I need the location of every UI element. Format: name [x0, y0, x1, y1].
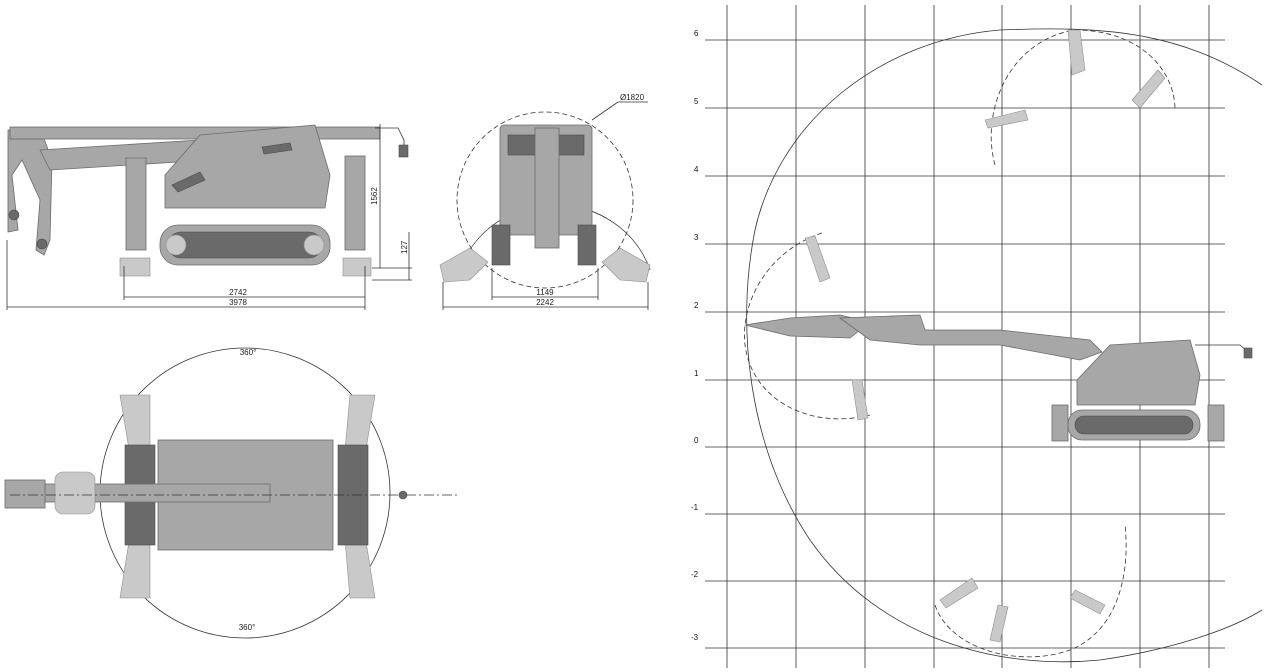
tool-position — [1069, 589, 1106, 615]
dim-track-length-label: 2742 — [229, 288, 247, 297]
side-outrigger-front — [125, 157, 147, 251]
y-tick-label: 5 — [694, 97, 699, 106]
chart-boom — [838, 314, 1103, 361]
dim-height-label: 1562 — [370, 187, 379, 205]
tool-position — [1067, 29, 1086, 76]
reach-chart: 6 5 4 3 2 1 0 -1 -2 -3 — [691, 5, 1263, 668]
top-view: 360° 360° — [4, 347, 460, 639]
side-outrigger-rear — [344, 155, 366, 251]
dim-leader — [591, 101, 619, 121]
y-tick-label: 6 — [694, 29, 699, 38]
y-tick-label: -2 — [691, 570, 699, 579]
side-arm-pin — [36, 238, 48, 250]
front-track-left — [491, 224, 511, 266]
tool-position — [851, 379, 869, 421]
dim-diameter-label: Ø1820 — [620, 93, 645, 102]
side-wheel — [303, 234, 325, 256]
front-pad-left — [439, 247, 489, 283]
rotation-top-label: 360° — [240, 348, 257, 357]
y-tick-label: 3 — [694, 233, 699, 242]
dim-total-length-label: 3978 — [229, 298, 247, 307]
chart-body — [1076, 339, 1201, 406]
front-reach-circle — [456, 111, 634, 289]
tool-arc-left — [744, 232, 871, 420]
chart-track-inner — [1074, 415, 1194, 435]
chart-hydraulic-line — [1195, 344, 1249, 353]
top-tool — [4, 479, 46, 509]
y-tick-label: 4 — [694, 165, 699, 174]
side-wheel — [165, 234, 187, 256]
reach-envelope — [746, 28, 1263, 663]
y-tick-label: 1 — [694, 369, 699, 378]
side-vent — [261, 142, 293, 155]
y-tick-label: -1 — [691, 503, 699, 512]
top-breaker — [54, 471, 96, 515]
side-track-inner — [167, 231, 323, 259]
tool-position — [939, 577, 979, 609]
dim-ground-label: 127 — [400, 240, 409, 254]
side-vent — [171, 171, 206, 193]
side-pad-rear — [342, 257, 372, 277]
tool-arc-bottom — [934, 524, 1127, 658]
y-tick-label: -3 — [691, 633, 699, 642]
side-arm-pin — [8, 209, 20, 221]
chart-outrigger — [1051, 404, 1069, 442]
side-view: 1562 127 2742 3978 — [6, 124, 412, 310]
y-tick-label: 0 — [694, 436, 699, 445]
front-view: Ø1820 1149 2242 — [439, 93, 651, 310]
dim-outrigger-width-label: 2242 — [536, 298, 554, 307]
side-coupler — [398, 144, 409, 158]
tool-position — [989, 604, 1009, 643]
front-pad-right — [601, 247, 651, 283]
rotation-bottom-label: 360° — [239, 623, 256, 632]
side-arm-front — [7, 127, 53, 256]
tool-position — [984, 109, 1029, 129]
side-boom — [9, 126, 381, 140]
y-tick-labels: 6 5 4 3 2 1 0 -1 -2 -3 — [691, 29, 699, 642]
chart-outrigger — [1207, 404, 1225, 442]
front-track-right — [577, 224, 597, 266]
top-pivot — [398, 490, 408, 500]
y-tick-label: 2 — [694, 301, 699, 310]
dim-track-width-label: 1149 — [536, 288, 554, 297]
tool-position — [804, 235, 831, 283]
tool-position — [1131, 69, 1166, 109]
chart-coupler — [1243, 347, 1253, 359]
front-boom — [534, 127, 560, 249]
side-pad-front — [119, 257, 151, 277]
